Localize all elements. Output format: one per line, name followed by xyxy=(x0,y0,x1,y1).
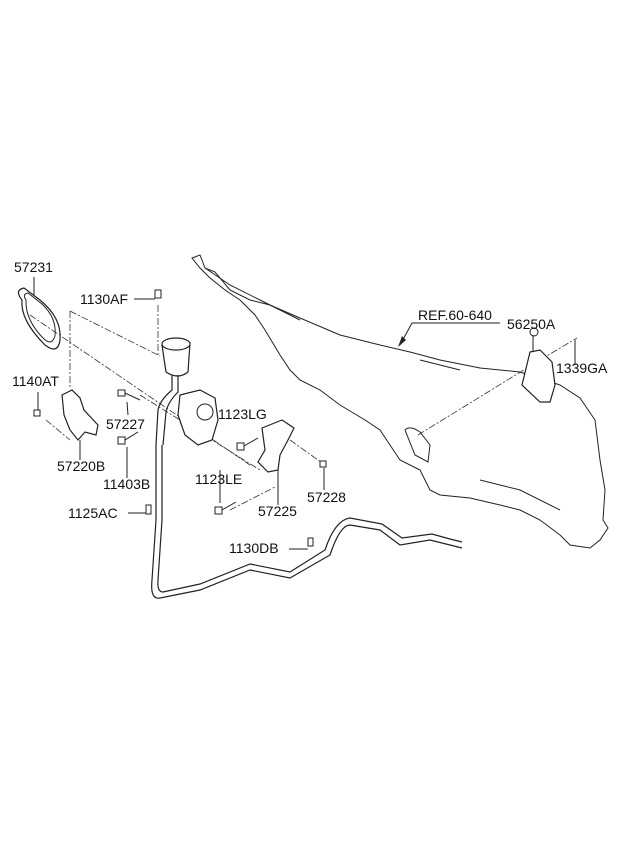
label-57227: 57227 xyxy=(106,416,145,432)
label-57220B: 57220B xyxy=(57,458,105,474)
ref-leader xyxy=(399,322,500,346)
label-1125AC: 1125AC xyxy=(68,505,118,521)
pressure-hose xyxy=(151,445,463,599)
label-56250A: 56250A xyxy=(507,316,556,332)
label-11403B: 11403B xyxy=(103,476,150,492)
label-57231: 57231 xyxy=(14,259,53,275)
pump-mount-bracket xyxy=(257,419,295,473)
label-1123LE: 1123LE xyxy=(195,471,242,487)
reservoir-cap xyxy=(161,337,191,351)
label-1339GA: 1339GA xyxy=(556,360,608,376)
cover-56250A xyxy=(521,349,556,403)
ref-arrowhead xyxy=(398,336,406,347)
label-1130DB: 1130DB xyxy=(229,540,279,556)
label-1130AF: 1130AF xyxy=(80,291,128,307)
body-opening xyxy=(404,427,431,463)
pump-bracket xyxy=(61,389,99,441)
label-1140AT: 1140AT xyxy=(12,373,59,389)
pressure-hose-inner-edge xyxy=(157,445,463,593)
drive-belt-inner-edge xyxy=(23,292,56,343)
label-ref-60-640[interactable]: REF.60-640 xyxy=(418,307,492,323)
bolt-icon xyxy=(33,289,539,547)
pump-pulley xyxy=(196,403,214,421)
label-57228: 57228 xyxy=(307,489,346,505)
body-panel-inner-edge xyxy=(204,267,561,511)
body-panel xyxy=(191,254,609,549)
reservoir-hose xyxy=(155,375,179,446)
power-steering-pump xyxy=(177,389,219,446)
leader-lines xyxy=(33,277,576,550)
label-57225: 57225 xyxy=(258,503,297,519)
drive-belt xyxy=(17,287,61,350)
label-1123LG: 1123LG xyxy=(218,406,267,422)
alignment-lines xyxy=(29,305,578,511)
